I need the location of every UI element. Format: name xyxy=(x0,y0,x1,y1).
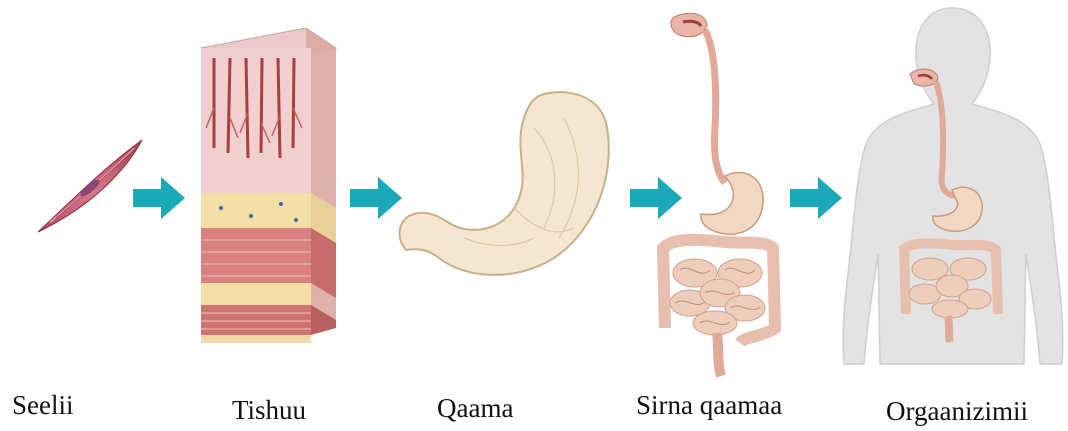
stage-label-organ-system: Sirna qaamaa xyxy=(636,390,782,421)
stage-label-tissue: Tishuu xyxy=(232,395,306,426)
stage-label-organism: Orgaanizimii xyxy=(886,396,1028,427)
arrow-cell-to-tissue-icon xyxy=(133,177,185,219)
stomach-icon xyxy=(394,88,616,283)
digestive-system-icon xyxy=(645,8,795,380)
tissue-block-icon xyxy=(196,28,341,346)
stage-label-cell: Seelii xyxy=(12,390,74,421)
arrow-system-to-organism-icon xyxy=(790,177,842,219)
muscle-cell-icon xyxy=(30,132,150,242)
stage-label-organ: Qaama xyxy=(437,393,513,424)
human-body-icon xyxy=(840,4,1066,374)
